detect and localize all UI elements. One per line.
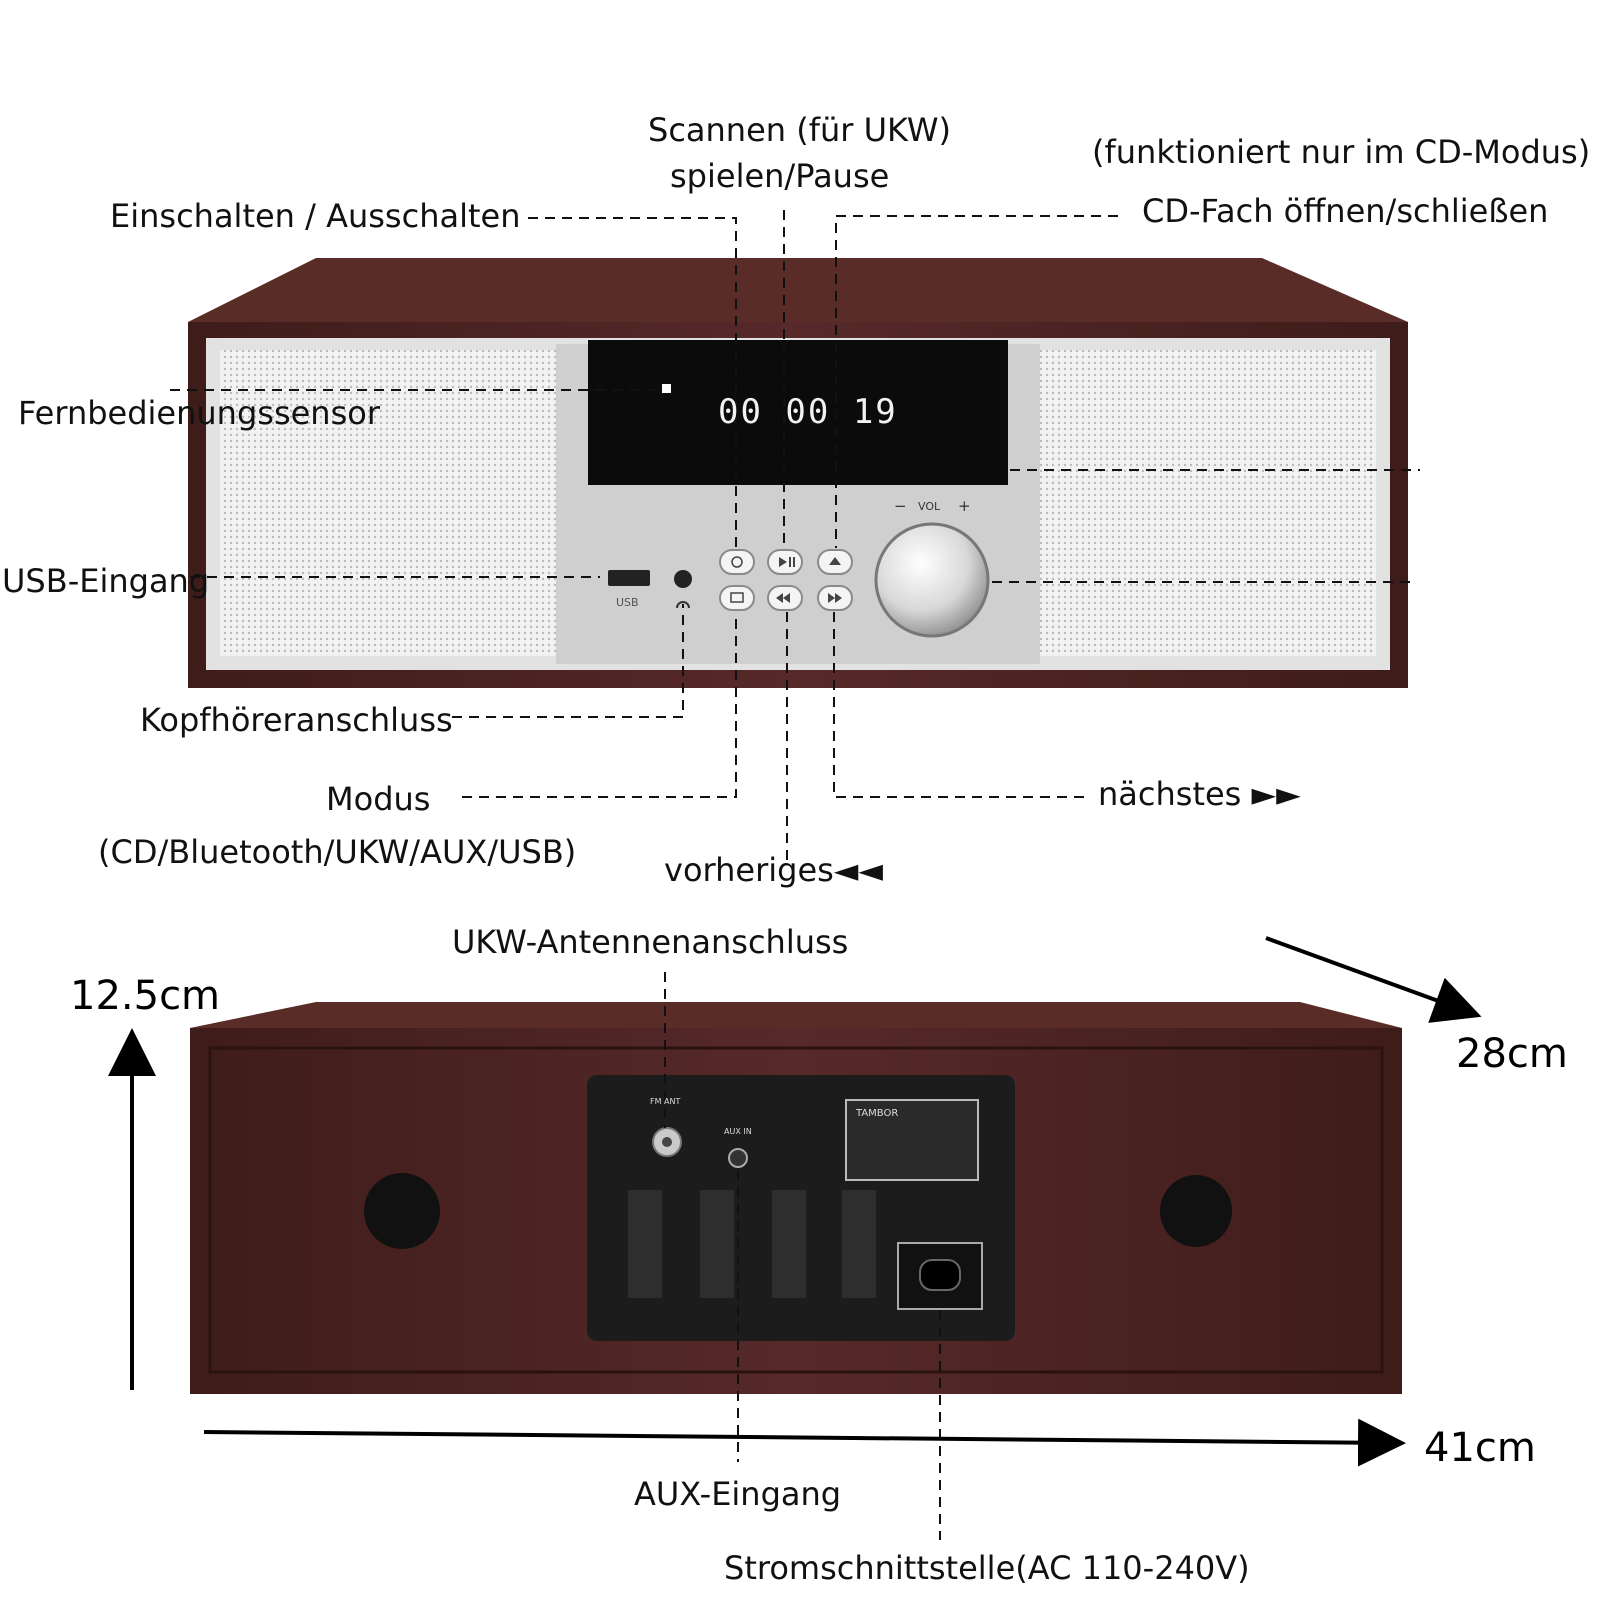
usb-port-label: USB bbox=[616, 596, 639, 609]
label-usb-input: USB-Eingang bbox=[2, 562, 210, 600]
volume-knob[interactable] bbox=[874, 522, 990, 638]
remote-sensor bbox=[662, 384, 671, 393]
label-remote-sensor: Fernbedienungssensor bbox=[18, 394, 380, 432]
mode-leader bbox=[462, 612, 737, 798]
display-window bbox=[588, 340, 1008, 485]
back-cabinet-top bbox=[190, 1002, 1402, 1028]
aux-input-jack[interactable] bbox=[728, 1148, 748, 1168]
rating-label bbox=[845, 1099, 979, 1181]
dimension-depth: 28cm bbox=[1456, 1031, 1568, 1077]
cd-tray-leader bbox=[835, 215, 1118, 548]
power-button[interactable] bbox=[719, 549, 755, 575]
right-speaker-grille bbox=[1040, 350, 1376, 656]
aux-jack-label: AUX IN bbox=[724, 1127, 752, 1136]
leader-lines bbox=[170, 210, 1420, 1540]
label-power-socket: Stromschnittstelle(AC 110-240V) bbox=[724, 1549, 1250, 1587]
mode-button[interactable] bbox=[719, 585, 755, 611]
label-mode: Modus bbox=[326, 780, 431, 818]
usb-port[interactable] bbox=[608, 570, 650, 586]
power-icon bbox=[731, 556, 743, 568]
back-unit bbox=[190, 1002, 1402, 1394]
left-bass-port bbox=[364, 1173, 440, 1249]
label-play-pause: spielen/Pause bbox=[670, 157, 890, 195]
label-cd-only-note: (funktioniert nur im CD-Modus) bbox=[1092, 133, 1591, 171]
depth-arrow bbox=[1265, 936, 1482, 1023]
headphone-icon bbox=[676, 601, 690, 609]
left-speaker-grille bbox=[220, 350, 556, 656]
play-pause-icon bbox=[779, 557, 795, 567]
headphone-jack[interactable] bbox=[674, 570, 692, 588]
label-next: nächstes ►► bbox=[1098, 775, 1301, 813]
display-time: 00 00 19 bbox=[718, 392, 898, 432]
label-previous: vorheriges◄◄ bbox=[664, 851, 884, 889]
power-leader bbox=[528, 217, 737, 548]
label-power: Einschalten / Ausschalten bbox=[110, 197, 521, 235]
fm-antenna-jack-center bbox=[662, 1137, 672, 1147]
front-cabinet-top bbox=[188, 258, 1408, 322]
dimension-arrows bbox=[108, 936, 1482, 1467]
vol-minus-label: − bbox=[894, 497, 907, 515]
volume-label: VOL bbox=[918, 500, 941, 513]
label-headphone-jack: Kopfhöreranschluss bbox=[140, 701, 453, 739]
label-mode-options: (CD/Bluetooth/UKW/AUX/USB) bbox=[98, 833, 577, 871]
dimension-height: 12.5cm bbox=[70, 973, 221, 1019]
label-aux-input: AUX-Eingang bbox=[634, 1475, 842, 1513]
vol-plus-label: + bbox=[958, 497, 971, 515]
label-cd-tray: CD-Fach öffnen/schließen bbox=[1142, 192, 1549, 230]
headphone-leader bbox=[452, 604, 684, 718]
vent-slots bbox=[628, 1190, 876, 1298]
label-scan-fm: Scannen (für UKW) bbox=[648, 111, 951, 149]
width-arrow bbox=[203, 1418, 1406, 1467]
power-socket-inlet bbox=[919, 1259, 961, 1291]
dimension-width: 41cm bbox=[1424, 1425, 1536, 1471]
rating-label-brand: TAMBOR bbox=[856, 1108, 899, 1119]
mode-icon bbox=[730, 592, 744, 603]
control-buttons bbox=[719, 549, 853, 611]
previous-icon bbox=[776, 593, 790, 603]
front-unit bbox=[188, 258, 1408, 688]
right-bass-port bbox=[1160, 1175, 1232, 1247]
eject-icon bbox=[829, 557, 841, 565]
back-inner-frame bbox=[208, 1046, 1384, 1374]
label-fm-antenna: UKW-Antennenanschluss bbox=[452, 923, 849, 961]
next-icon bbox=[828, 593, 842, 603]
button-icons bbox=[730, 556, 842, 603]
fm-jack-label: FM ANT bbox=[650, 1097, 681, 1106]
